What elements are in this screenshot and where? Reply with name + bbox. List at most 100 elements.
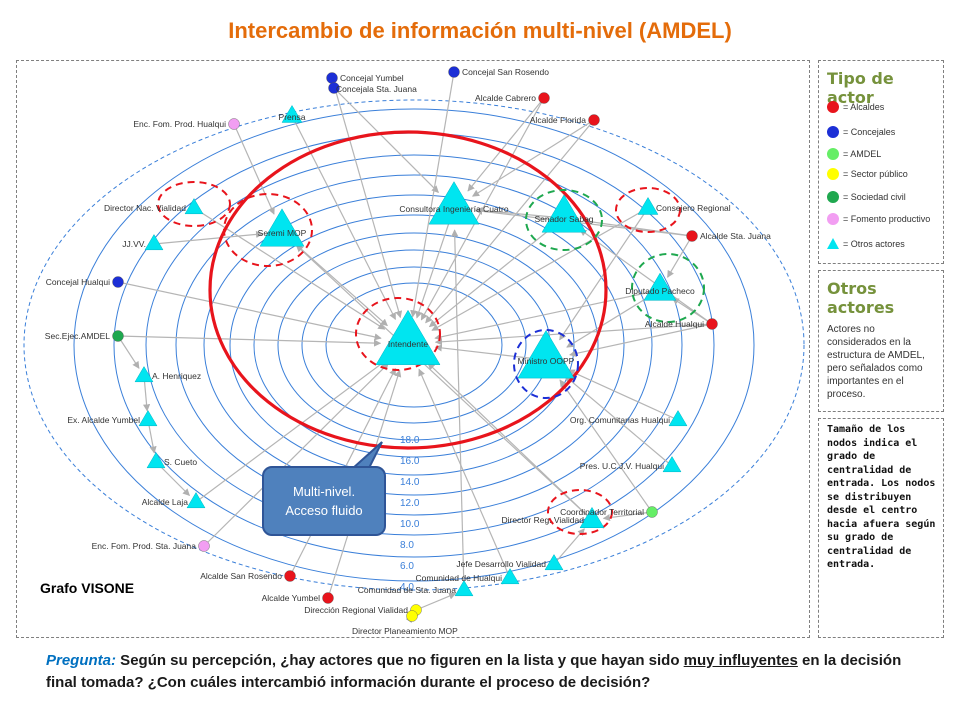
node-label: Director Nac. Vialidad (104, 203, 186, 213)
ring-value-label: 16.0 (400, 456, 420, 467)
dot-marker-icon (827, 213, 839, 225)
node-label: Coordinador Territorial (560, 507, 644, 517)
size-note-panel: Tamaño de los nodos indica el grado de c… (818, 418, 944, 638)
edge-line (434, 289, 661, 341)
node-label: Ex. Alcalde Yumbel (67, 415, 140, 425)
question-part-1: Según su percepción, ¿hay actores que no… (116, 652, 684, 669)
node-label: Senador Sabag (534, 214, 593, 224)
node-diputado-pacheco (643, 272, 677, 301)
dot-marker-icon (827, 148, 839, 160)
legend-item-label: = Otros actores (843, 238, 905, 249)
dot-marker-icon (827, 168, 839, 180)
edge-line (117, 281, 382, 341)
graph-frame (16, 60, 810, 638)
node-label: Consultora Ingeniería Cuatro (399, 204, 508, 214)
node-consejero-regional (637, 196, 659, 215)
edge-line (117, 335, 140, 369)
edge-line (434, 344, 547, 361)
node-enc-fom-prod-sta-juana (198, 540, 210, 552)
edge-line (410, 71, 455, 318)
highlight-ellipse (615, 187, 681, 233)
edge-line (579, 228, 713, 325)
node-label: Alcalde Hualqui (645, 319, 704, 329)
ring-value-label: 18.0 (400, 435, 420, 446)
edge-line (195, 360, 387, 503)
node-alcalde-sta-juana (686, 230, 698, 242)
node-enc-fom-prod-hualqui (228, 118, 240, 130)
highlight-ellipse (355, 297, 441, 371)
edge-line (553, 528, 585, 565)
node-director-nac-vialidad (184, 198, 204, 215)
centrality-ring (325, 282, 503, 408)
edge-line (415, 207, 455, 319)
edge-line (295, 244, 593, 521)
node-label: A. Henriquez (152, 371, 201, 381)
otros-actores-panel: Otros actores Actores no considerados en… (818, 270, 944, 412)
dot-marker-icon (827, 191, 839, 203)
node-pres-ucjv-hualqui (662, 456, 682, 473)
dot-marker-icon (827, 101, 839, 113)
edge-line (467, 97, 545, 192)
node-label: Consejero Regional (656, 203, 731, 213)
node-label: Concejala Sta. Juana (336, 84, 417, 94)
legend-item-label: = AMDEL (843, 149, 882, 159)
node-a-henriquez (134, 366, 154, 383)
edge-line (233, 123, 275, 215)
node-label: Director Reg. Vialidad (501, 515, 584, 525)
node-label: Enc. Fom. Prod. Sta. Juana (92, 541, 197, 551)
node-alcalde-cabrero (538, 92, 550, 104)
edge-line (564, 375, 673, 467)
ring-value-label: 6.0 (400, 561, 414, 572)
graph-caption: Grafo VISONE (40, 580, 135, 596)
node-director-reg-vialidad (579, 506, 605, 529)
legend-item: = Concejales (827, 126, 895, 138)
node-label: Comunidad de Sta. Juana (358, 585, 457, 595)
node-consultora-ingenieria-cuatro (428, 181, 480, 225)
node-label: Alcalde Laja (142, 497, 189, 507)
node-label: Intendente (388, 339, 428, 349)
node-label: Concejal Yumbel (340, 73, 404, 83)
edge-line (428, 217, 565, 328)
ring-value-label: 14.0 (400, 477, 420, 488)
edge-line (667, 235, 693, 278)
node-label: Comunidad de Hualqui (416, 573, 503, 583)
node-senador-sabag (541, 194, 587, 233)
dot-marker-icon (827, 126, 839, 138)
node-label: Alcalde Cabrero (475, 93, 536, 103)
ring-value-label: 12.0 (400, 498, 420, 509)
node-label: Dirección Regional Vialidad (304, 605, 408, 615)
node-alcalde-hualqui (706, 318, 718, 330)
node-label: Pres. U.C.J.V. Hualqui (580, 461, 664, 471)
node-alcalde-florida (588, 114, 600, 126)
edge-line (567, 369, 679, 421)
legend-item: = Sector público (827, 168, 908, 180)
node-jefe-desarrollo-vialidad (544, 554, 564, 571)
node-label: Concejal San Rosendo (462, 67, 549, 77)
edge-line (451, 229, 465, 591)
legend-item-label: = Fomento productivo (843, 214, 931, 224)
ring-value-label: 10.0 (400, 519, 420, 530)
node-label: Enc. Fom. Prod. Hualqui (133, 119, 226, 129)
otros-actores-title: Otros actores (827, 279, 895, 317)
node-ministro-oopp (517, 329, 575, 379)
edge-line (434, 323, 713, 346)
centrality-ring (23, 99, 805, 591)
legend-item: = AMDEL (827, 148, 881, 160)
node-label: Alcalde San Rosendo (200, 571, 282, 581)
legend-title: Tipo de actor (827, 69, 894, 107)
legend-item: = Sociedad civil (827, 191, 906, 203)
node-label: Org. Comunitarias Hualqui (570, 415, 670, 425)
node-label: Sec.Ejec.AMDEL (45, 331, 110, 341)
highlight-ellipse (223, 193, 313, 267)
node-label: S. Cueto (164, 457, 197, 467)
legend-item: = Alcaldes (827, 101, 884, 113)
question-part-2: en la decisión final tomada? ¿Con cuáles… (46, 652, 902, 691)
edge-line (333, 87, 439, 193)
edge-line (153, 230, 264, 245)
node-label: Alcalde Sta. Juana (700, 231, 771, 241)
node-coordinador-territorial (646, 506, 658, 518)
node-label: JJ.VV. (122, 239, 146, 249)
node-label: Concejal Hualqui (46, 277, 110, 287)
node-label: Seremi MOP (258, 228, 307, 238)
highlight-ellipse (513, 329, 579, 399)
